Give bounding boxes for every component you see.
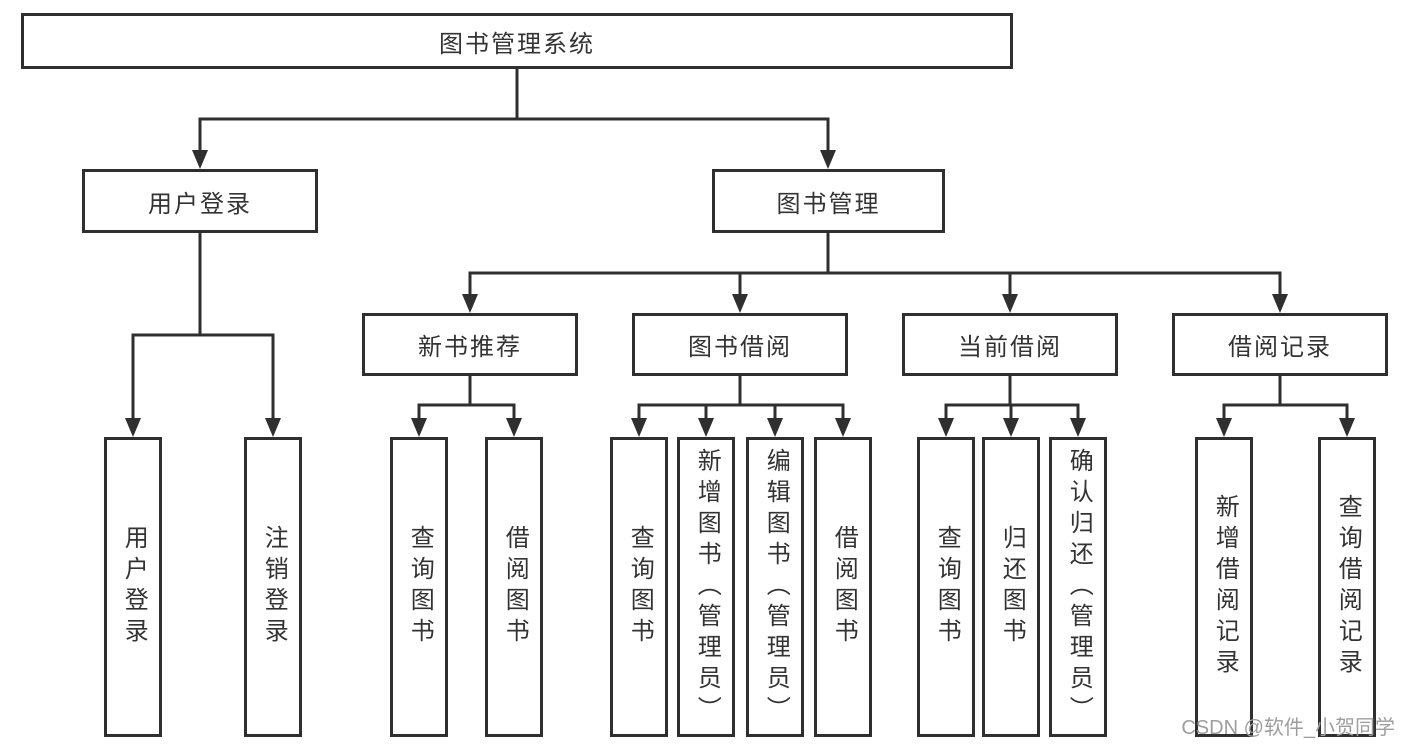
connector-root-split: [192, 67, 836, 169]
node-book-management-label: 图书管理: [776, 190, 881, 218]
connector-borrow-split: [631, 374, 851, 437]
leaf-borrow-query-book-label: 查询图书: [626, 525, 654, 649]
node-borrow-record-label: 借阅记录: [1228, 334, 1332, 361]
leaf-record-add-borrow-record-label: 新增借阅记录: [1211, 494, 1239, 680]
leaf-borrow-edit-book-admin: 编辑图书（管理员）: [746, 437, 804, 737]
connector-recommend-split: [411, 374, 522, 437]
leaf-logout-label: 注销登录: [260, 525, 288, 649]
leaf-user-login-label: 用户登录: [120, 525, 148, 649]
connector-record-split: [1216, 374, 1355, 437]
leaf-record-add-borrow-record: 新增借阅记录: [1195, 437, 1253, 737]
node-root-label: 图书管理系统: [439, 30, 595, 58]
node-book-borrow: 图书借阅: [632, 313, 848, 376]
node-book-management: 图书管理: [712, 169, 945, 233]
node-root: 图书管理系统: [21, 13, 1013, 69]
node-user-login: 用户登录: [82, 169, 318, 233]
node-current-borrow-label: 当前借阅: [958, 334, 1062, 361]
leaf-current-query-book: 查询图书: [917, 437, 975, 737]
leaf-borrow-borrow-book: 借阅图书: [814, 437, 872, 737]
node-borrow-record: 借阅记录: [1172, 313, 1388, 376]
leaf-current-query-book-label: 查询图书: [933, 525, 961, 649]
leaf-borrow-query-book: 查询图书: [610, 437, 668, 737]
leaf-recommend-borrow-book-label: 借阅图书: [501, 525, 529, 649]
leaf-borrow-edit-book-admin-label: 编辑图书（管理员）: [762, 447, 790, 727]
leaf-record-query-borrow-record: 查询借阅记录: [1318, 437, 1376, 737]
leaf-current-confirm-return-admin: 确认归还（管理员）: [1049, 437, 1107, 737]
node-user-login-label: 用户登录: [148, 190, 252, 218]
leaf-user-login: 用户登录: [104, 437, 162, 737]
leaf-logout: 注销登录: [244, 437, 302, 737]
leaf-current-confirm-return-admin-label: 确认归还（管理员）: [1065, 447, 1093, 727]
leaf-borrow-add-book-admin: 新增图书（管理员）: [677, 437, 735, 737]
connector-current-split: [938, 374, 1086, 437]
connector-book-mgmt-split: [462, 231, 1288, 313]
node-new-book-recommend: 新书推荐: [362, 313, 578, 376]
node-book-borrow-label: 图书借阅: [688, 334, 792, 361]
leaf-record-query-borrow-record-label: 查询借阅记录: [1334, 494, 1362, 680]
leaf-recommend-borrow-book: 借阅图书: [485, 437, 543, 737]
connector-user-login-split: [125, 231, 281, 437]
node-current-borrow: 当前借阅: [902, 313, 1118, 376]
leaf-recommend-query-book: 查询图书: [390, 437, 448, 737]
leaf-borrow-borrow-book-label: 借阅图书: [830, 525, 858, 649]
leaf-borrow-add-book-admin-label: 新增图书（管理员）: [693, 447, 721, 727]
node-new-book-recommend-label: 新书推荐: [418, 334, 522, 361]
leaf-recommend-query-book-label: 查询图书: [406, 525, 434, 649]
leaf-current-return-book-label: 归还图书: [998, 525, 1026, 649]
watermark: CSDN @软件_小贺同学: [1181, 717, 1395, 739]
leaf-current-return-book: 归还图书: [982, 437, 1040, 737]
